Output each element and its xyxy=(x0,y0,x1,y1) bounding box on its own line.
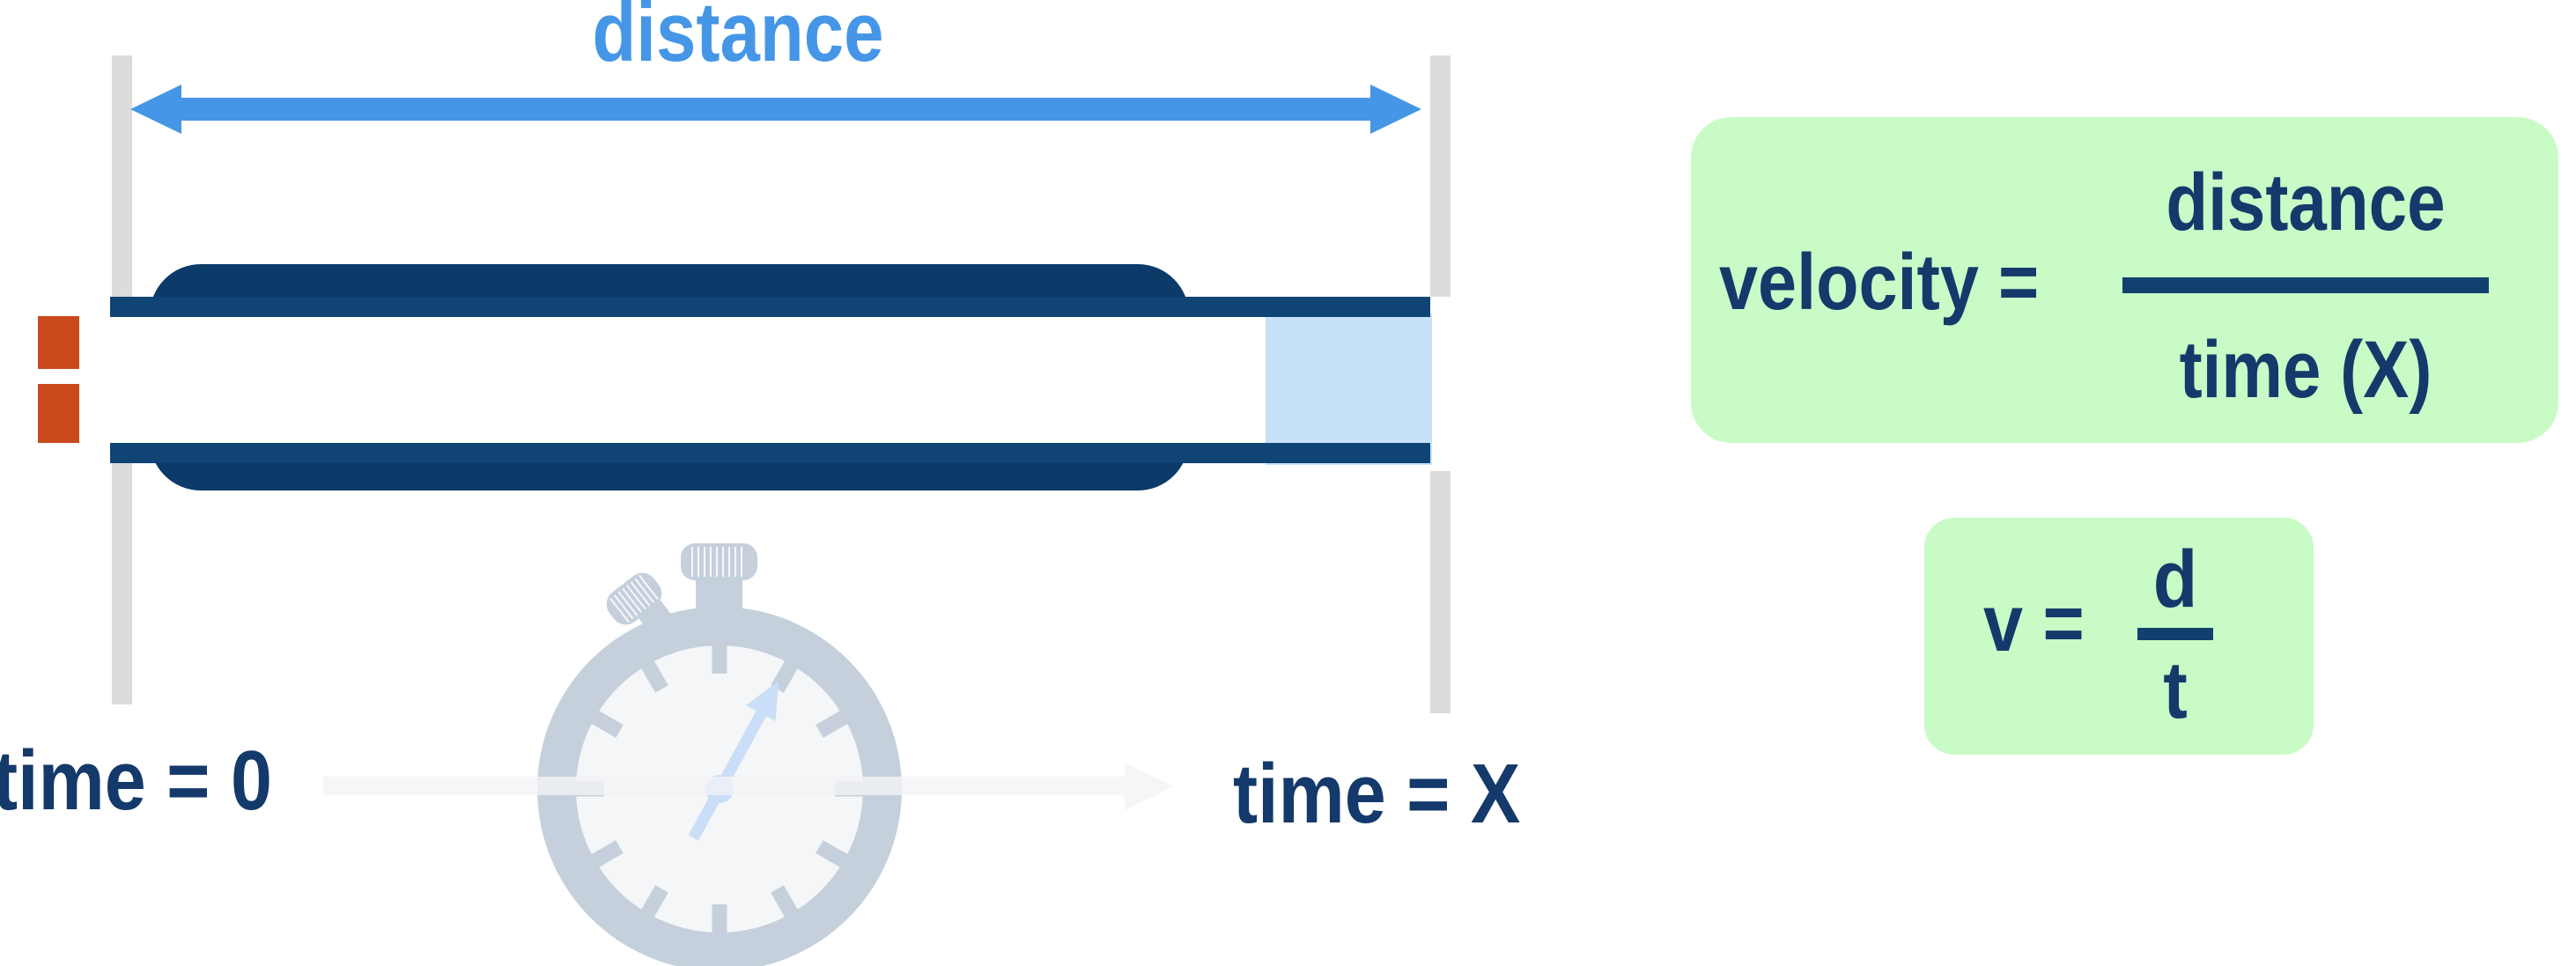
stopwatch-crown-texture xyxy=(691,547,747,577)
velocity-formula-numerator: distance xyxy=(2166,158,2446,247)
time-arrowhead-icon xyxy=(1125,763,1174,810)
vdt-formula-denominator: t xyxy=(2163,645,2188,735)
end-line-lower xyxy=(1430,471,1450,713)
tube-wall-top xyxy=(110,297,1430,317)
distance-arrowhead-left-icon xyxy=(130,85,181,134)
start-line-upper xyxy=(112,55,132,297)
distance-arrow xyxy=(180,98,1370,121)
time-arrow xyxy=(323,777,1125,795)
end-line-upper xyxy=(1430,55,1450,297)
time-start-label: time = 0 xyxy=(0,734,272,828)
vdt-formula-lhs: v = xyxy=(1983,579,2085,668)
time-end-label: time = X xyxy=(1233,747,1521,841)
stopwatch-crown-button xyxy=(681,543,757,580)
start-marker-bottom xyxy=(38,384,79,443)
velocity-formula-denominator: time (X) xyxy=(2179,325,2432,415)
velocity-formula-fraction-bar xyxy=(2122,277,2489,293)
tube-bore xyxy=(150,297,1189,463)
vdt-formula-numerator: d xyxy=(2152,535,2198,624)
distance-label: distance xyxy=(592,0,884,79)
vdt-formula-box xyxy=(1924,518,2314,755)
stopwatch-crown-stem xyxy=(696,575,742,612)
air-bubble xyxy=(1266,313,1432,465)
vdt-formula-fraction-bar xyxy=(2137,628,2213,640)
tube-wall-bottom xyxy=(110,443,1430,463)
distance-arrowhead-right-icon xyxy=(1370,85,1421,134)
start-marker-top xyxy=(38,316,79,369)
start-line-lower xyxy=(112,463,132,704)
velocity-formula-lhs: velocity = xyxy=(1719,239,2040,327)
stopwatch-tick xyxy=(712,608,727,674)
stopwatch-tick xyxy=(712,904,727,966)
